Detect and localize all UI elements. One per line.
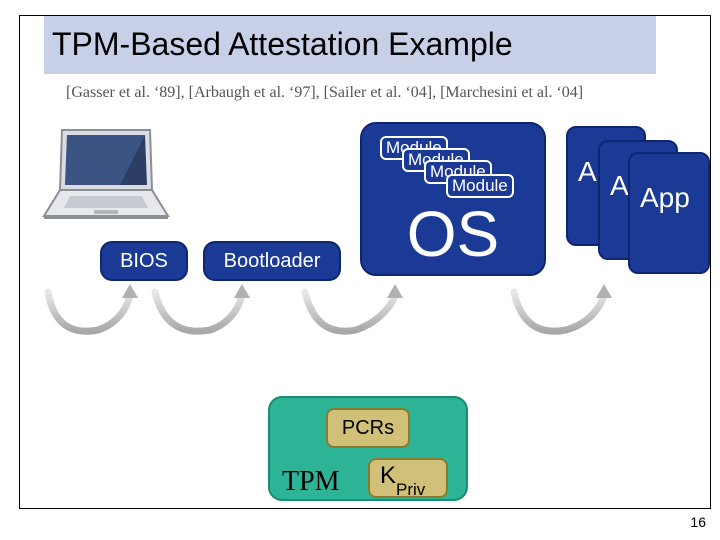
page-number: 16 — [690, 514, 706, 530]
app-label-1: A — [578, 156, 597, 187]
citation-text: [Gasser et al. ‘89], [Arbaugh et al. ‘97… — [66, 84, 584, 101]
arrowhead-2 — [234, 284, 250, 298]
key-label: K — [380, 462, 397, 489]
laptop-icon — [42, 129, 170, 219]
arrow-3 — [301, 288, 399, 335]
arrow-2 — [151, 288, 246, 335]
bios-box: BIOS — [100, 241, 188, 281]
title-band — [44, 16, 656, 74]
slide-frame — [19, 15, 711, 509]
arrowhead-1 — [122, 284, 138, 298]
bios-label: BIOS — [120, 249, 168, 272]
pcrs-label: PCRs — [341, 416, 395, 439]
bootloader-label: Bootloader — [223, 249, 321, 272]
bootloader-box: Bootloader — [203, 241, 341, 281]
arrowhead-3 — [387, 284, 403, 298]
app-label-3: App — [640, 182, 690, 213]
app-label-2: A — [610, 170, 629, 201]
os-label: OS — [406, 198, 500, 270]
arrow-4 — [510, 288, 608, 335]
private-key-box: K Priv — [368, 458, 448, 499]
tpm-label: TPM — [282, 466, 340, 497]
pcrs-box: PCRs — [326, 408, 410, 448]
arrowhead-4 — [596, 284, 612, 298]
app-card-3: App — [628, 152, 710, 274]
arrow-1 — [44, 288, 134, 335]
key-subscript: Priv — [396, 480, 426, 499]
slide-title: TPM-Based Attestation Example — [52, 26, 513, 62]
module-4: Module — [446, 174, 514, 198]
